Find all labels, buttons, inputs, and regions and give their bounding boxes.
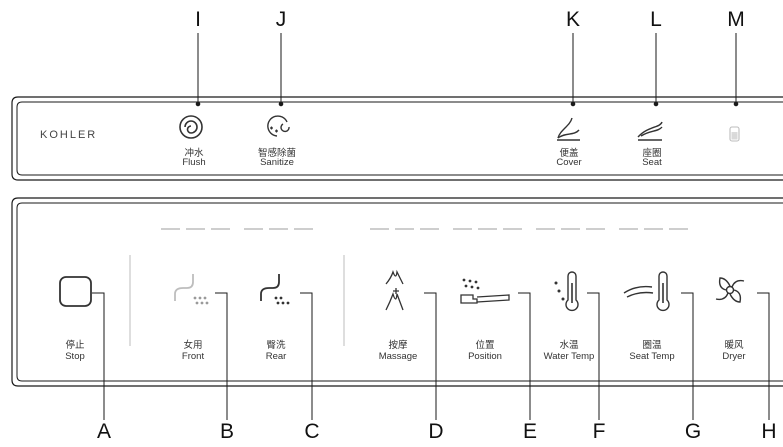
flush-button-label-cn[interactable]: 冲水 xyxy=(184,148,204,159)
kohler-logo: KOHLER xyxy=(40,129,98,141)
callout-label-a: A xyxy=(96,420,111,443)
rear-button-label-en[interactable]: Rear xyxy=(265,351,287,362)
callout-label-l: L xyxy=(650,8,662,31)
stop-icon xyxy=(59,276,92,307)
callout-label-i: I xyxy=(195,8,201,31)
front-wash-icon xyxy=(174,274,209,305)
bottom-panel-inner xyxy=(16,202,783,382)
callout-label-k: K xyxy=(565,8,580,31)
callout-label-m: M xyxy=(727,8,745,31)
massage-button-label-en[interactable]: Massage xyxy=(378,351,418,362)
front-button-label-en[interactable]: Front xyxy=(181,351,205,362)
sanitize-button-label-cn[interactable]: 智感除菌 xyxy=(257,148,296,159)
position-button-label-en[interactable]: Position xyxy=(468,351,502,362)
dryer-button-label-cn[interactable]: 暖风 xyxy=(724,340,744,351)
top-panel-inner xyxy=(16,101,783,176)
seat-button-label-cn[interactable]: 座圈 xyxy=(642,148,662,159)
callout-dot-m xyxy=(733,101,739,107)
callout-label-e: E xyxy=(522,420,537,443)
massage-icon xyxy=(385,269,404,311)
stop-button-label-en[interactable]: Stop xyxy=(65,351,85,362)
seat-temp-button-label-en[interactable]: Seat Temp xyxy=(629,351,675,362)
dryer-icon xyxy=(715,277,745,303)
callout-label-b: B xyxy=(219,420,234,443)
bottom-panel-outer xyxy=(11,197,783,387)
seat-temp-icon xyxy=(623,271,670,312)
water-temp-icon xyxy=(554,271,579,312)
cover-button-label-cn[interactable]: 便盖 xyxy=(559,148,579,159)
callout-label-g: G xyxy=(684,420,702,443)
callout-label-d: D xyxy=(428,420,444,443)
flush-button-label-en[interactable]: Flush xyxy=(182,157,206,168)
callout-label-c: C xyxy=(304,420,320,443)
position-icon xyxy=(460,278,510,304)
rear-button-label-cn[interactable]: 臀洗 xyxy=(266,340,286,351)
stop-button-label-cn[interactable]: 停止 xyxy=(65,340,85,351)
callout-dot-l xyxy=(653,101,659,107)
seat-button-label-en[interactable]: Seat xyxy=(642,157,662,168)
indicator-icon xyxy=(729,126,740,142)
massage-button-label-cn[interactable]: 按摩 xyxy=(388,340,408,351)
water-temp-button-label-en[interactable]: Water Temp xyxy=(543,351,595,362)
cover-icon xyxy=(557,117,580,141)
cover-button-label-en[interactable]: Cover xyxy=(556,157,582,168)
callout-dot-i xyxy=(195,101,201,107)
callout-dot-j xyxy=(278,101,284,107)
top-panel-outer xyxy=(11,96,783,181)
sanitize-button-label-en[interactable]: Sanitize xyxy=(260,157,294,168)
flush-icon xyxy=(179,115,203,139)
callout-dot-k xyxy=(570,101,576,107)
position-button-label-cn[interactable]: 位置 xyxy=(475,340,495,351)
callout-label-h: H xyxy=(761,420,777,443)
rear-wash-icon xyxy=(260,274,290,305)
water-temp-button-label-cn[interactable]: 水温 xyxy=(559,340,579,351)
dryer-button-label-en[interactable]: Dryer xyxy=(722,351,746,362)
front-button-label-cn[interactable]: 女用 xyxy=(183,340,203,351)
seat-icon xyxy=(637,121,663,141)
callout-label-j: J xyxy=(275,8,287,31)
seat-temp-button-label-cn[interactable]: 圈温 xyxy=(642,340,662,351)
bottom-callouts xyxy=(92,292,770,420)
callout-label-f: F xyxy=(592,420,606,443)
sanitize-icon xyxy=(267,115,290,137)
